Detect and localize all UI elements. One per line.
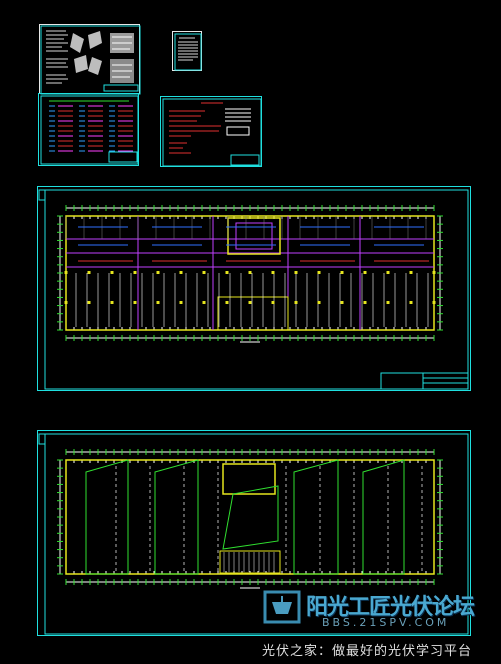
- electrical-notes-drawing: [162, 98, 262, 167]
- second-floor-plan-drawing: [38, 433, 469, 635]
- small-sheet-drawing: [174, 33, 202, 71]
- watermark-slogan: 光伏之家：做最好的光伏学习平台: [262, 644, 473, 659]
- notes-sheet[interactable]: [39, 24, 141, 95]
- electrical-notes-sheet[interactable]: [160, 96, 262, 167]
- small-sheet[interactable]: [172, 31, 202, 71]
- second-floor-plan[interactable]: [37, 430, 471, 636]
- watermark-brand: 阳光工匠光伏论坛: [306, 595, 475, 620]
- forum-logo-icon: [263, 590, 301, 624]
- watermark-url: BBS.21SPV.COM: [322, 616, 450, 629]
- first-floor-plan[interactable]: [37, 186, 471, 391]
- notes-sheet-drawing: [40, 25, 141, 95]
- legend-sheet-drawing: [40, 95, 139, 165]
- legend-sheet[interactable]: [38, 93, 139, 166]
- first-floor-plan-drawing: [38, 189, 469, 390]
- watermark-logo: 阳光工匠光伏论坛 BBS.21SPV.COM: [262, 588, 500, 636]
